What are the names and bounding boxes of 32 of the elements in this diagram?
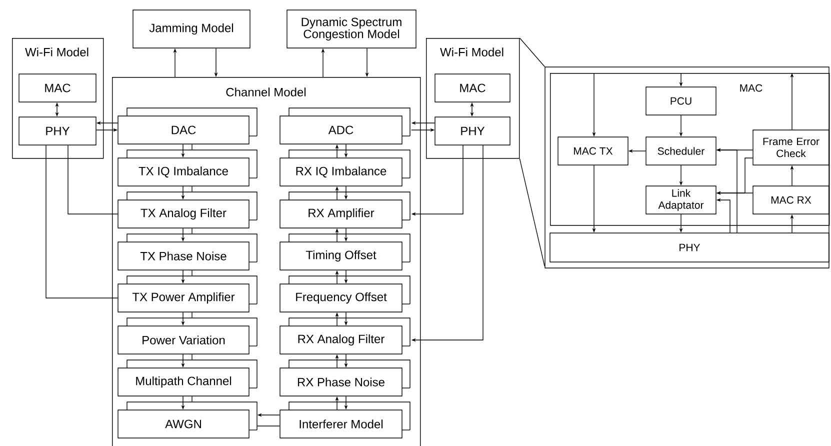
magnifier-line [519,158,545,267]
block-box: Power Variation [118,318,258,354]
block-box: MAC TX [558,136,628,166]
block-box: MAC RX [752,186,830,214]
block-box: Link Adaptator [646,186,716,214]
block-box: Interferer Model [280,402,410,438]
block-box: Timing Offset [280,234,410,270]
block-box: AWGN [118,402,258,438]
block-box: MAC [434,74,510,102]
magnifier-line [519,38,545,67]
zoom-panel [544,66,830,268]
block-box: Frequency Offset [280,276,410,312]
block-box: TX Power Amplifier [118,276,258,312]
block-box: Frame Error Check [752,130,830,166]
block-box: Multipath Channel [118,360,258,396]
block-box: ADC [280,108,410,144]
block-box: Jamming Model [132,10,250,48]
block-box: RX Analog Filter [280,318,410,354]
block-box: MAC [18,74,96,102]
block-box: PHY [18,116,96,146]
block-box: TX Phase Noise [118,234,258,270]
block-box: Dynamic Spectrum Congestion Model [286,10,416,48]
block-box: PCU [646,86,716,116]
block-box: TX IQ Imbalance [118,150,258,186]
block-box: PHY [434,116,510,146]
block-box: RX Phase Noise [280,360,410,396]
block-box: PHY [550,232,830,262]
block-box: RX Amplifier [280,192,410,228]
block-box: DAC [118,108,258,144]
block-box: RX IQ Imbalance [280,150,410,186]
block-box: TX Analog Filter [118,192,258,228]
block-box: Scheduler [646,136,716,166]
